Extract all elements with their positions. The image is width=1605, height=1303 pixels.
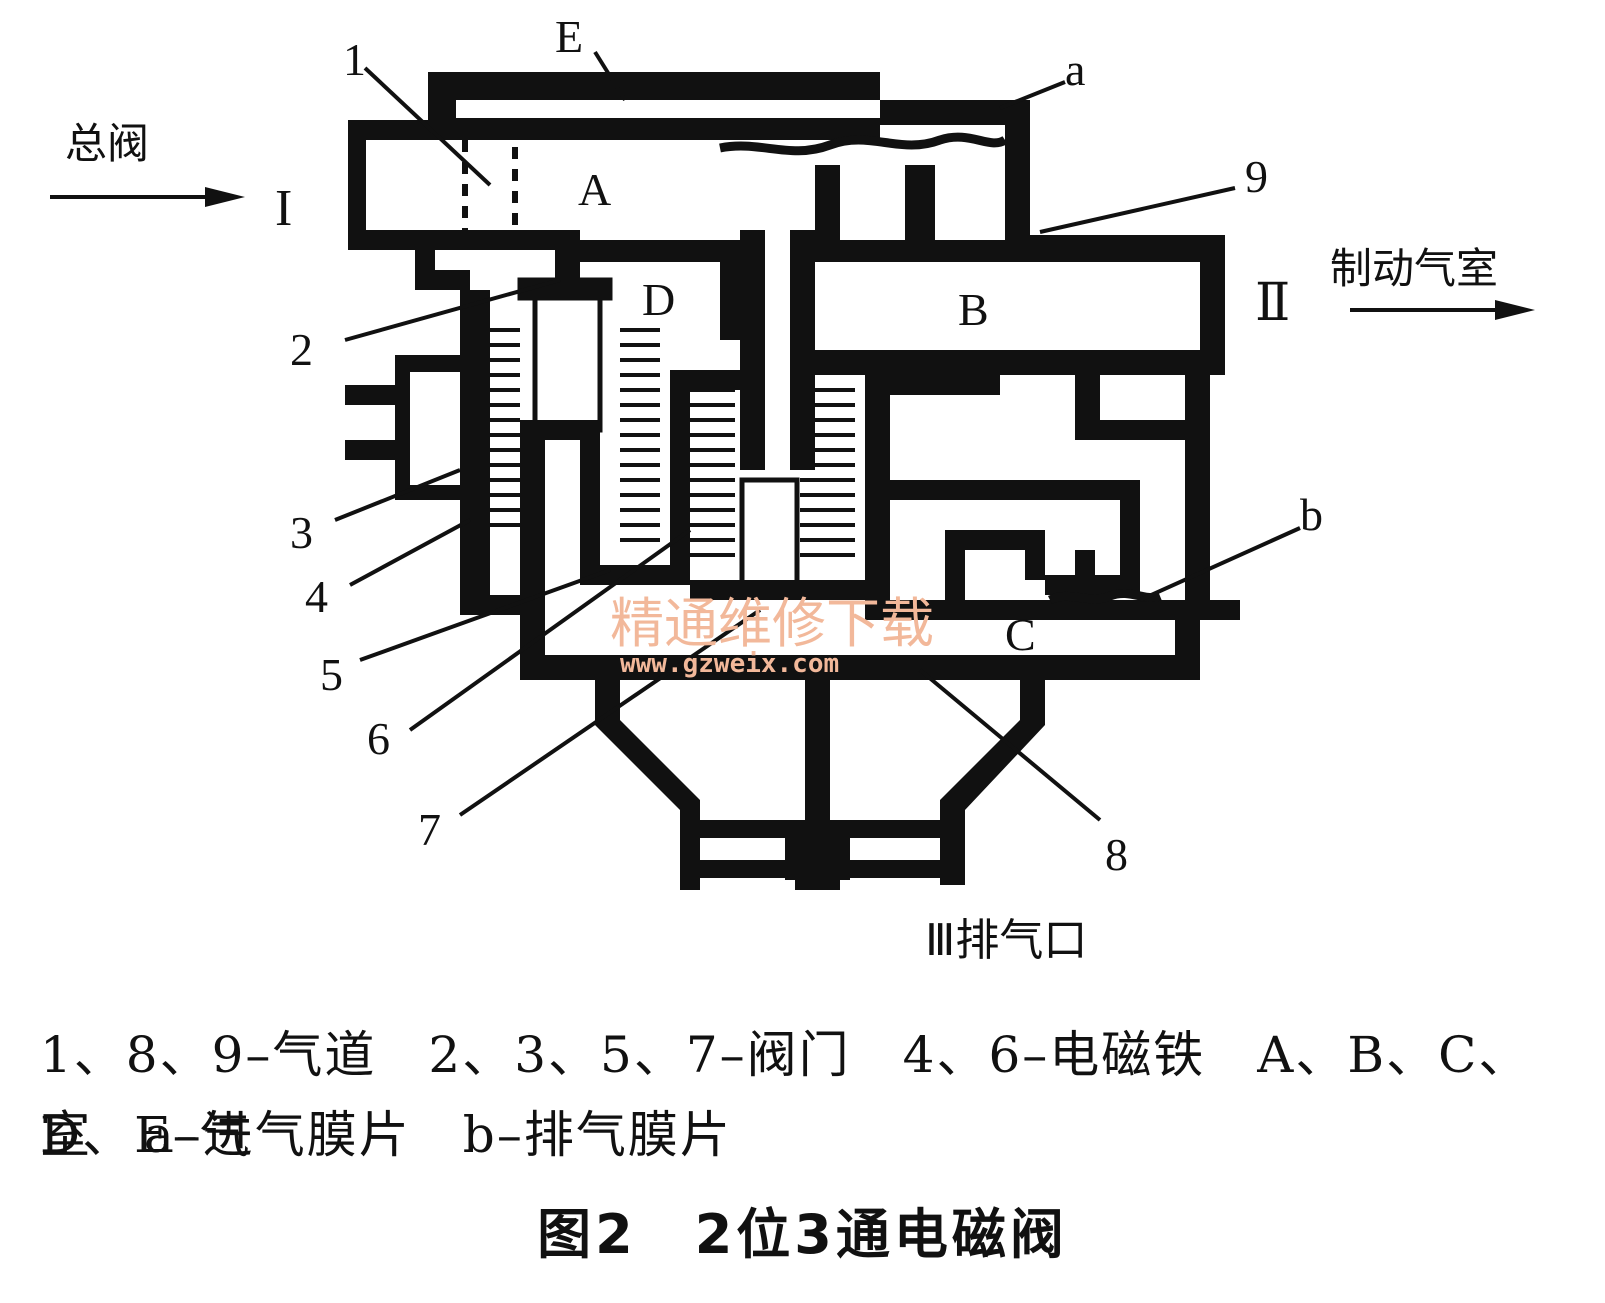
label-6: 6: [367, 713, 390, 764]
label-D: D: [642, 274, 675, 325]
flow-arrows: [50, 187, 1535, 320]
outlet-arrow-head: [1495, 300, 1535, 320]
label-inlet: 总阀: [65, 119, 149, 168]
legend-line-2: 室 a–进气膜片 b–排气膜片: [40, 1106, 732, 1164]
label-E: E: [555, 11, 583, 62]
label-8: 8: [1105, 829, 1128, 880]
label-port-II: Ⅱ: [1255, 275, 1290, 332]
label-a: a: [1065, 44, 1085, 95]
label-B: B: [958, 284, 989, 335]
label-outlet: 制动气室: [1330, 244, 1498, 293]
watermark-url: www.gzweix.com: [620, 649, 839, 679]
label-exhaust: Ⅲ排气口: [925, 915, 1087, 966]
label-9: 9: [1245, 151, 1268, 202]
label-1: 1: [343, 34, 366, 85]
label-4: 4: [305, 571, 328, 622]
label-5: 5: [320, 649, 343, 700]
label-3: 3: [290, 507, 313, 558]
label-b: b: [1300, 489, 1323, 540]
label-2: 2: [290, 324, 313, 375]
label-C: C: [1005, 609, 1036, 660]
figure-caption: 图2 2位3通电磁阀: [537, 1203, 1068, 1266]
legend-line-1: 1、8、9–气道 2、3、5、7–阀门 4、6–电磁铁 A、B、C、D、E–气: [40, 1026, 1531, 1164]
solenoid-valve-diagram: 精通维修下载 www.gzweix.com 1 E a I A 9 Ⅱ 2 D …: [50, 11, 1535, 966]
label-A: A: [578, 164, 611, 215]
channel-1-dashed: [462, 125, 518, 238]
inlet-arrow-head: [205, 187, 245, 207]
watermark-text: 精通维修下载: [610, 592, 934, 655]
valve-body: [345, 72, 1240, 890]
label-port-I: I: [275, 180, 292, 237]
label-7: 7: [418, 804, 441, 855]
coil-windings: [490, 328, 855, 557]
leader-lines: [334, 50, 1301, 822]
